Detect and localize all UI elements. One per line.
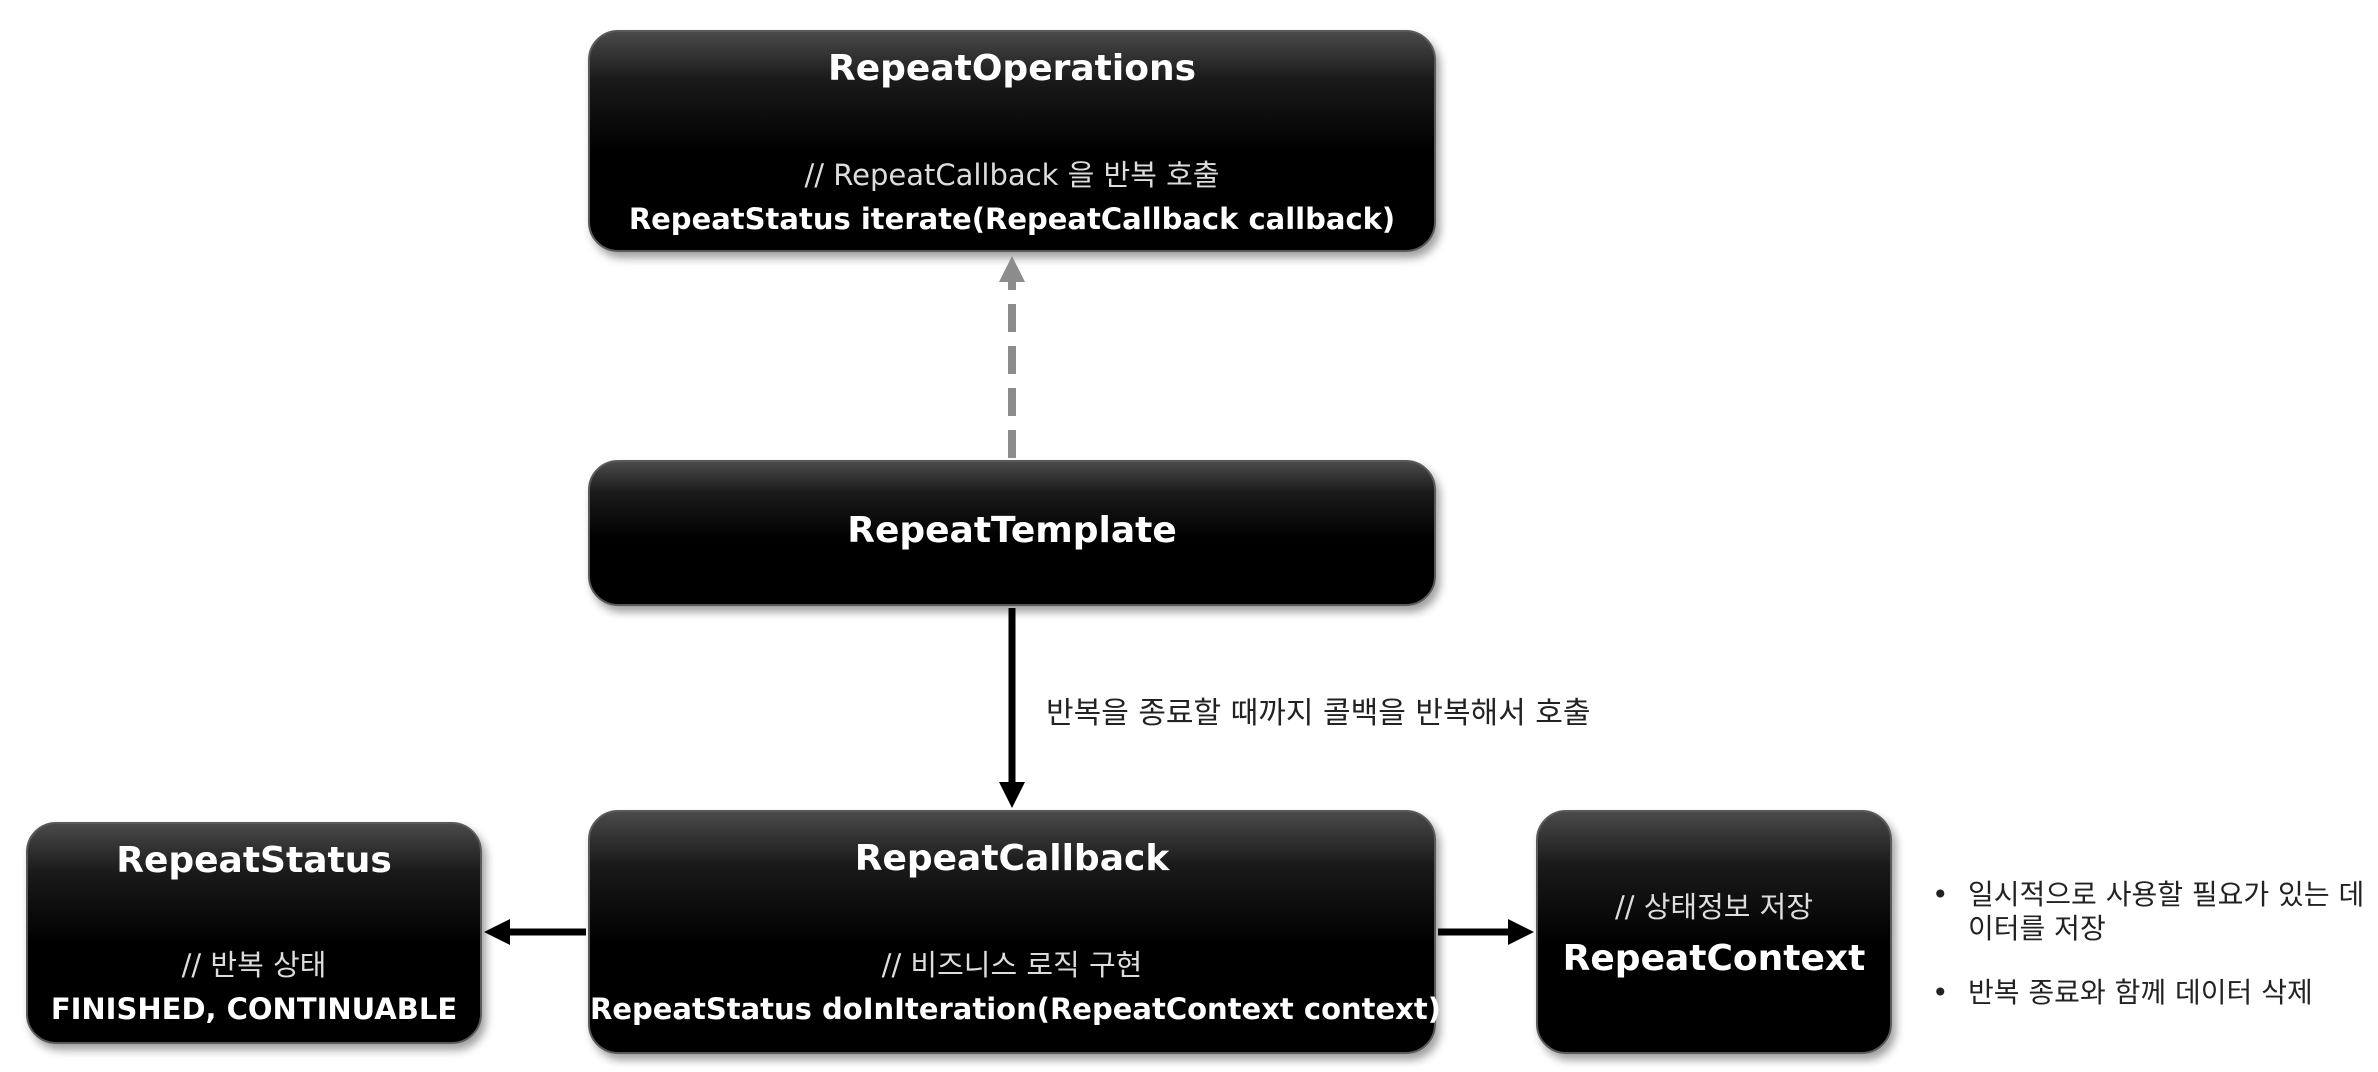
repeat-status-values: FINISHED, CONTINUABLE (50, 992, 458, 1026)
note-item: • 일시적으로 사용할 필요가 있는 데이터를 저장 (1930, 878, 2378, 946)
repeat-operations-comment: // RepeatCallback 을 반복 호출 (804, 158, 1220, 192)
repeat-template-box: RepeatTemplate (588, 460, 1436, 606)
realization-arrow-head (999, 256, 1025, 282)
bullet-icon: • (1932, 976, 1949, 1009)
repeat-callback-title: RepeatCallback (854, 838, 1170, 879)
call-arrow-label: 반복을 종료할 때까지 콜백을 반복해서 호출 (1046, 696, 1591, 731)
note-text: 반복 종료와 함께 데이터 삭제 (1968, 976, 2313, 1009)
context-arrow-head (1508, 919, 1534, 945)
repeat-context-notes: • 일시적으로 사용할 필요가 있는 데이터를 저장 • 반복 종료와 함께 데… (1930, 878, 2378, 1040)
repeat-status-title: RepeatStatus (116, 840, 392, 881)
repeat-context-comment: // 상태정보 저장 (1614, 890, 1814, 924)
repeat-operations-method: RepeatStatus iterate(RepeatCallback call… (628, 202, 1396, 236)
note-text: 일시적으로 사용할 필요가 있는 데이터를 저장 (1968, 878, 2365, 945)
repeat-context-box: // 상태정보 저장 RepeatContext (1536, 810, 1892, 1054)
repeat-status-box: RepeatStatus // 반복 상태 FINISHED, CONTINUA… (26, 822, 482, 1044)
repeat-callback-method: RepeatStatus doInIteration(RepeatContext… (590, 992, 1441, 1026)
repeat-operations-box: RepeatOperations // RepeatCallback 을 반복 … (588, 30, 1436, 252)
status-arrow-head (484, 919, 510, 945)
repeat-status-comment: // 반복 상태 (181, 948, 327, 982)
repeat-context-title: RepeatContext (1562, 938, 1866, 979)
call-arrow-head (999, 782, 1025, 808)
repeat-callback-box: RepeatCallback // 비즈니스 로직 구현 RepeatStatu… (588, 810, 1441, 1054)
bullet-icon: • (1932, 878, 1949, 911)
note-item: • 반복 종료와 함께 데이터 삭제 (1930, 976, 2378, 1010)
repeat-operations-title: RepeatOperations (828, 48, 1196, 89)
repeat-callback-comment: // 비즈니스 로직 구현 (881, 948, 1143, 982)
repeat-template-title: RepeatTemplate (847, 510, 1177, 551)
